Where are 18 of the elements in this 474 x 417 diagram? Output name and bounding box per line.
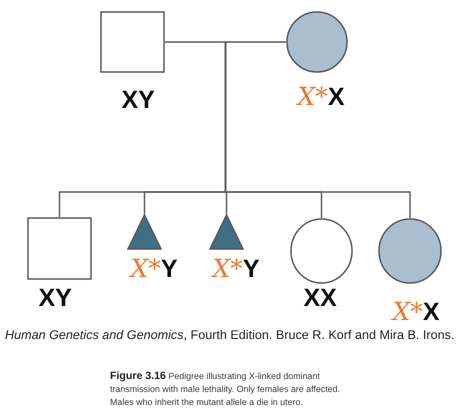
genotype-label: XY (38, 286, 72, 311)
figure-caption: Figure 3.16 Pedigree illustrating X-linked dominant transmission with male lethality. Only females are affected. Males who inherit the mutant allele a die in utero. (110, 370, 342, 409)
female-circle (290, 218, 353, 284)
genotype-label: X*Y (130, 256, 178, 282)
descent-line (224, 42, 411, 218)
genotype-label: X*X (298, 84, 344, 110)
male-square (100, 11, 165, 73)
male-square (27, 217, 92, 280)
genotype-label: XY (122, 88, 155, 113)
affected-female-circle (378, 218, 442, 284)
genotype-label: X*Y (212, 256, 260, 282)
genotype-label: X*X (392, 299, 440, 325)
mating-line (165, 41, 286, 43)
affected-pregnancy-loss-triangle (209, 214, 244, 250)
genotype-label: XX (304, 286, 337, 311)
citation-text: Human Genetics and Genomics, Fourth Edition. Bruce R. Korf and Mira B. Irons. (5, 328, 454, 344)
affected-female-circle (286, 11, 348, 73)
affected-pregnancy-loss-triangle (127, 214, 162, 250)
